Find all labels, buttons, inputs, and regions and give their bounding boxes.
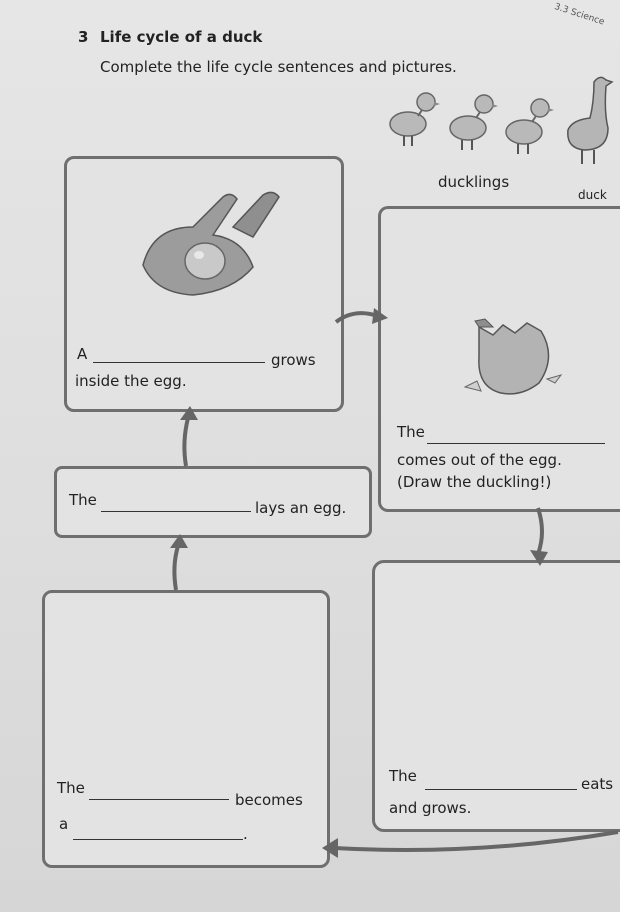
hatch-line2: comes out of the egg.: [397, 451, 562, 469]
becomes-line2-prefix: a: [59, 815, 69, 833]
egg-line1-prefix: A: [77, 345, 88, 363]
eats-line1-suffix: eats: [581, 775, 614, 793]
becomes-answer-blank-1[interactable]: [89, 799, 229, 800]
duck-icon: [567, 76, 614, 164]
stage-box-becomes: The becomes a .: [42, 590, 330, 868]
stage-box-hatch: The comes out of the egg. (Draw the duck…: [378, 206, 620, 512]
hands-holding-egg-icon: [142, 191, 280, 296]
arrow-hatch-to-eats: [530, 507, 548, 566]
arrow-egg-to-hatch: [334, 308, 388, 324]
eats-line2: and grows.: [389, 799, 472, 817]
eats-answer-blank[interactable]: [425, 789, 577, 790]
duck-label: duck: [578, 188, 607, 202]
question-number: 3: [78, 28, 89, 46]
question-title: Life cycle of a duck: [100, 28, 263, 46]
lay-prefix: The: [69, 491, 97, 509]
arrow-lay-to-egg: [180, 406, 198, 467]
stage-box-eats: The eats and grows.: [372, 560, 620, 832]
becomes-line1-suffix: becomes: [235, 791, 303, 809]
becomes-line2-suffix: .: [243, 825, 248, 843]
duckling-icon-3: [505, 98, 554, 154]
egg-line2: inside the egg.: [75, 372, 187, 390]
duckling-icon-2: [449, 94, 498, 150]
egg-line1-suffix: grows: [271, 351, 316, 369]
arrow-eats-to-becomes: [322, 830, 619, 858]
hatch-line1-prefix: The: [397, 423, 425, 441]
eats-line1-prefix: The: [389, 767, 417, 785]
becomes-line1-prefix: The: [57, 779, 85, 797]
arrow-becomes-to-lay: [170, 534, 188, 591]
hatch-answer-blank[interactable]: [427, 443, 605, 444]
stage-banner-lay: The lays an egg.: [54, 466, 372, 538]
ducklings-label: ducklings: [438, 173, 510, 191]
question-instruction: Complete the life cycle sentences and pi…: [100, 58, 457, 76]
hatching-egg-icon: [463, 318, 563, 395]
becomes-answer-blank-2[interactable]: [73, 839, 243, 840]
lay-answer-blank[interactable]: [101, 511, 251, 512]
page-corner-label: 3.3 Science: [552, 2, 606, 28]
stage-box-egg: A grows inside the egg.: [64, 156, 344, 412]
hatch-line3: (Draw the duckling!): [397, 473, 552, 491]
lay-suffix: lays an egg.: [255, 499, 347, 517]
egg-answer-blank[interactable]: [93, 362, 265, 363]
duckling-icon-1: [389, 92, 440, 146]
